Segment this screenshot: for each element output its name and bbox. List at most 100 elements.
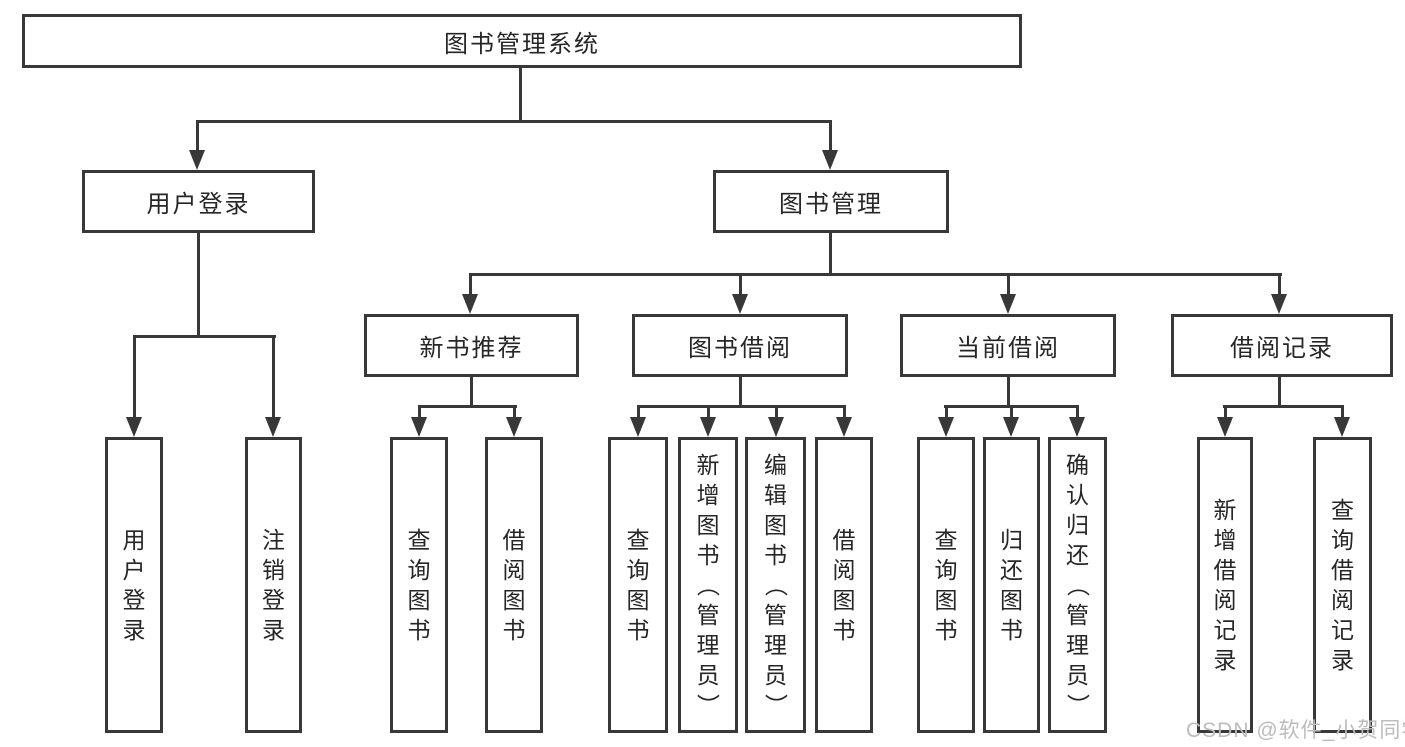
- node-leaf-cb-return-books: 归还图书: [983, 437, 1040, 733]
- vertical-char: 询: [626, 557, 650, 583]
- node-leaf-nb-borrow-books: 借阅图书: [485, 437, 543, 733]
- connector-h-line: [134, 335, 276, 338]
- vertical-char: 借: [832, 527, 856, 553]
- vertical-char: 录: [122, 617, 146, 643]
- vertical-char: 查: [1331, 497, 1354, 523]
- vertical-char: 认: [1066, 482, 1089, 508]
- node-book-borrowing-label: 图书借阅: [688, 335, 792, 362]
- node-root: 图书管理系统: [22, 14, 1022, 68]
- vertical-char: 理: [764, 632, 787, 658]
- node-leaf-label: 借阅图书: [499, 525, 529, 645]
- vertical-char: 图: [832, 587, 856, 613]
- arrowhead-down-icon: [1334, 417, 1350, 437]
- arrowhead-down-icon: [126, 417, 142, 437]
- vertical-char: 编: [764, 452, 787, 478]
- node-leaf-bb-edit-books-admin: 编辑图书（管理员）: [745, 437, 806, 733]
- watermark: CSDN @软件_小贺同学: [1186, 719, 1405, 742]
- arrowhead-down-icon: [1271, 294, 1287, 314]
- connector-v-line: [707, 405, 710, 420]
- vertical-char: （: [762, 573, 789, 597]
- arrowhead-down-icon: [700, 417, 716, 437]
- connector-v-line: [1010, 405, 1013, 420]
- vertical-char: 登: [262, 587, 285, 613]
- vertical-char: 员: [696, 662, 720, 688]
- connector-v-line: [418, 405, 421, 420]
- vertical-char: 录: [1331, 647, 1354, 673]
- arrowhead-down-icon: [1217, 417, 1233, 437]
- node-user-login-label: 用户登录: [146, 191, 251, 218]
- arrowhead-down-icon: [1069, 417, 1085, 437]
- vertical-char: 图: [764, 512, 787, 538]
- vertical-char: 查: [626, 527, 650, 553]
- node-leaf-logout: 注销登录: [245, 437, 302, 733]
- vertical-char: 还: [1000, 557, 1023, 583]
- connector-v-line: [1224, 405, 1227, 420]
- node-leaf-br-add-record: 新增借阅记录: [1197, 437, 1253, 733]
- arrowhead-down-icon: [411, 417, 427, 437]
- node-new-book-recommend-label: 新书推荐: [419, 335, 524, 362]
- connector-v-line: [272, 335, 275, 420]
- node-book-management: 图书管理: [713, 170, 949, 233]
- connector-v-line: [1007, 273, 1010, 297]
- node-leaf-label: 查询图书: [404, 525, 434, 645]
- vertical-char: 查: [407, 527, 431, 553]
- connector-h-line: [637, 405, 846, 408]
- connector-v-line: [519, 68, 522, 123]
- vertical-char: 阅: [502, 557, 526, 583]
- node-borrowing-records: 借阅记录: [1171, 314, 1393, 377]
- connector-v-line: [829, 120, 832, 154]
- vertical-char: 销: [262, 557, 285, 583]
- vertical-char: 图: [502, 587, 526, 613]
- vertical-char: 书: [934, 617, 958, 643]
- vertical-char: 阅: [1213, 587, 1237, 613]
- node-leaf-label: 注销登录: [259, 525, 289, 645]
- vertical-char: 记: [1331, 617, 1354, 643]
- arrowhead-down-icon: [506, 417, 522, 437]
- node-leaf-label: 查询借阅记录: [1328, 495, 1358, 675]
- vertical-char: 图: [934, 587, 958, 613]
- node-book-management-label: 图书管理: [779, 191, 883, 218]
- vertical-char: 书: [832, 617, 856, 643]
- arrowhead-down-icon: [1000, 294, 1016, 314]
- vertical-char: 增: [696, 482, 720, 508]
- connector-v-line: [196, 120, 199, 154]
- vertical-char: 书: [626, 617, 650, 643]
- vertical-char: 图: [696, 512, 720, 538]
- vertical-char: 书: [764, 542, 787, 568]
- connector-v-line: [197, 230, 200, 337]
- connector-v-line: [1341, 405, 1344, 420]
- vertical-char: 还: [1066, 542, 1089, 568]
- vertical-char: 询: [1331, 527, 1354, 553]
- vertical-char: 增: [1213, 527, 1237, 553]
- connector-h-line: [944, 405, 1079, 408]
- vertical-char: 书: [502, 617, 526, 643]
- connector-v-line: [739, 374, 742, 408]
- vertical-char: 员: [764, 662, 787, 688]
- vertical-char: 借: [1331, 557, 1354, 583]
- arrowhead-down-icon: [630, 417, 646, 437]
- vertical-char: （: [695, 573, 721, 597]
- connector-v-line: [469, 273, 472, 297]
- vertical-char: 图: [1000, 587, 1023, 613]
- vertical-char: 录: [1213, 647, 1237, 673]
- connector-h-line: [1223, 405, 1344, 408]
- vertical-char: 书: [696, 542, 720, 568]
- vertical-char: ）: [1064, 693, 1091, 717]
- node-leaf-label: 借阅图书: [829, 525, 859, 645]
- node-leaf-label: 查询图书: [931, 525, 961, 645]
- vertical-char: 新: [696, 452, 720, 478]
- node-leaf-br-query-record: 查询借阅记录: [1313, 437, 1372, 733]
- vertical-char: 理: [1066, 632, 1089, 658]
- node-leaf-label: 归还图书: [997, 525, 1027, 645]
- connector-v-line: [739, 273, 742, 297]
- connector-v-line: [1007, 374, 1010, 408]
- vertical-char: 用: [122, 527, 146, 553]
- vertical-char: 理: [696, 632, 720, 658]
- connector-v-line: [513, 405, 516, 420]
- vertical-char: 借: [502, 527, 526, 553]
- connector-h-line: [419, 405, 517, 408]
- node-current-borrowing-label: 当前借阅: [956, 335, 1060, 362]
- vertical-char: 阅: [1331, 587, 1354, 613]
- node-leaf-label: 确认归还（管理员）: [1063, 450, 1093, 720]
